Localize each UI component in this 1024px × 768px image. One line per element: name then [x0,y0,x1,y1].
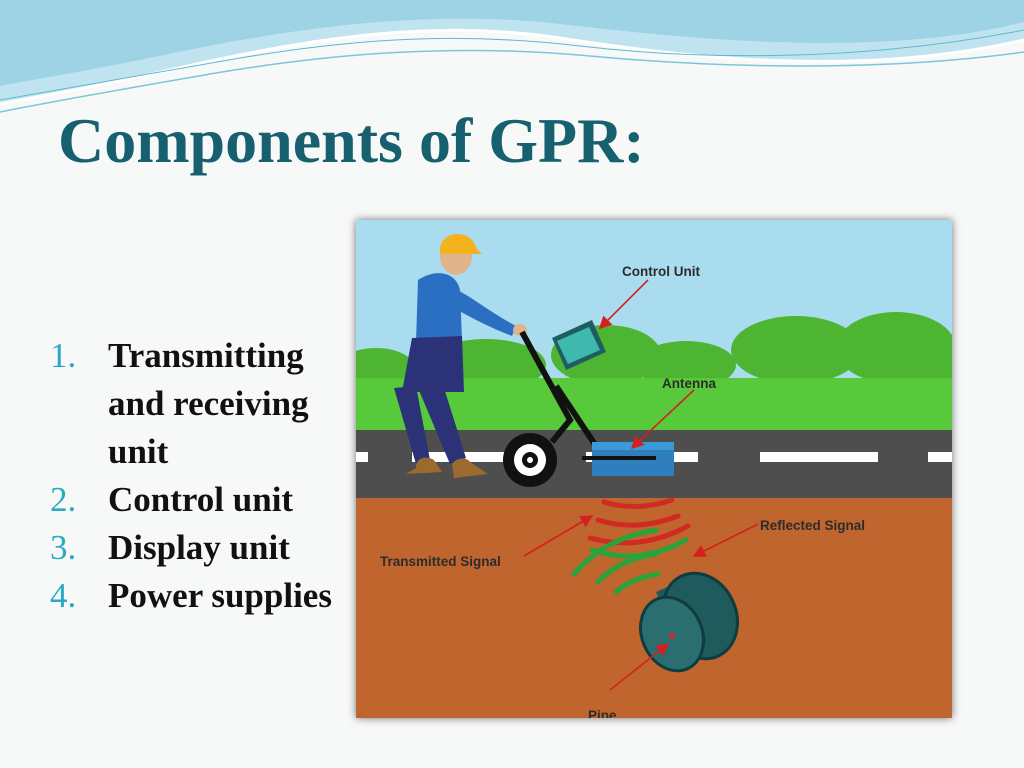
component-list: 1. Transmitting and receiving unit 2. Cont… [50,332,350,620]
label-antenna: Antenna [662,376,716,391]
slide-title: Components of GPR: [58,105,645,176]
antenna-box [582,442,674,476]
list-item-text: Control unit [108,480,294,519]
gpr-cart [503,320,674,487]
list-item-text: Power supplies [108,576,332,615]
gpr-diagram: Control Unit Antenna Reflected Signal Tr… [356,220,952,718]
list-item: 3. Display unit [50,524,350,572]
control-unit-screen [552,320,606,370]
label-transmitted-signal: Transmitted Signal [380,554,501,569]
label-control-unit: Control Unit [622,264,700,279]
list-item: 4. Power supplies [50,572,350,620]
transmitted-signal-waves [587,497,691,559]
list-item: 1. Transmitting and receiving unit [50,332,350,476]
annotation-arrows [523,279,759,691]
list-item-text: Display unit [108,528,290,567]
header-wave-decoration [0,0,1024,113]
list-item-text: Transmitting and receiving unit [108,336,309,471]
label-reflected-signal: Reflected Signal [760,518,865,533]
list-number: 1. [50,336,77,375]
list-number: 4. [50,576,77,615]
list-number: 3. [50,528,77,567]
reflected-signal-waves [571,527,661,595]
list-number: 2. [50,480,77,519]
list-item: 2. Control unit [50,476,350,524]
label-pipe: Pipe [588,708,617,718]
worker-figure [394,233,527,478]
